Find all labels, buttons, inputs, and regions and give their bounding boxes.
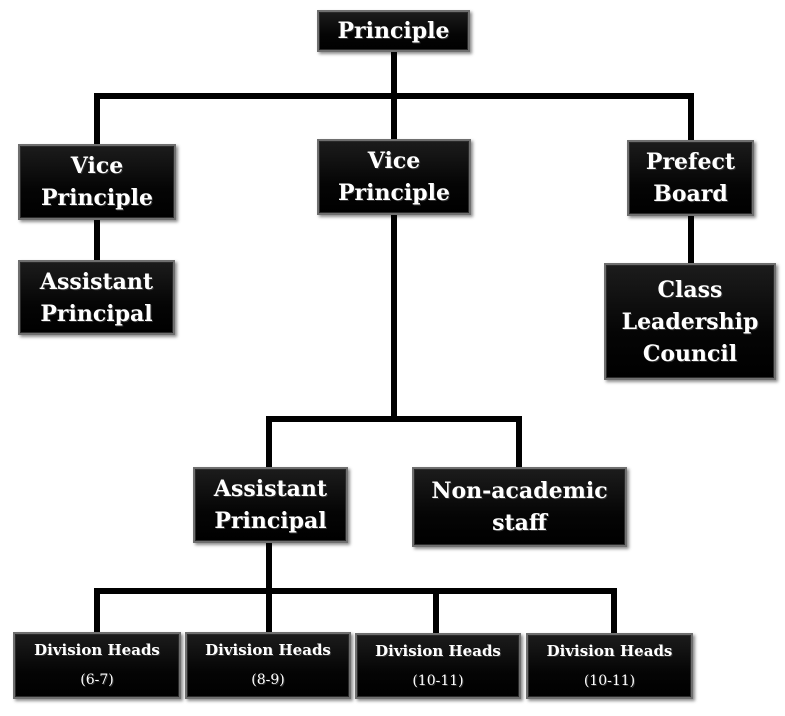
non-academic-staff-label: Non-academic staff	[431, 478, 608, 536]
connector-div3-drop	[433, 588, 439, 634]
principal-label: Principle	[337, 18, 450, 44]
assistant-principal-center-label: Assistant Principal	[213, 476, 328, 534]
connector-right-drop	[688, 93, 694, 142]
connector-vp-left-to-assistant	[94, 218, 100, 262]
class-leadership-council-box: Class Leadership Council	[604, 263, 776, 380]
connector-assistant-down	[266, 540, 272, 593]
prefect-board-box: Prefect Board	[627, 140, 754, 216]
connector-mid-right-drop	[516, 416, 522, 469]
connector-bottom-horizontal	[94, 588, 617, 594]
division-heads-title: Division Heads	[205, 641, 331, 659]
vice-principal-center-label: Vice Principle	[338, 148, 450, 206]
non-academic-staff-box: Non-academic staff	[412, 467, 627, 547]
connector-left-drop	[94, 93, 100, 146]
connector-prefect-to-council	[688, 214, 694, 265]
division-heads-range: (6-7)	[80, 672, 114, 688]
vice-principal-left-label: Vice Principle	[41, 153, 153, 211]
connector-mid-left-drop	[266, 416, 272, 469]
assistant-principal-left-box: Assistant Principal	[18, 260, 175, 335]
connector-div4-drop	[611, 588, 617, 634]
connector-div1-drop	[94, 588, 100, 634]
division-heads-title: Division Heads	[375, 642, 501, 660]
assistant-principal-left-label: Assistant Principal	[39, 268, 154, 327]
division-heads-box-2: Division Heads (8-9)	[185, 632, 351, 699]
vice-principal-left-box: Vice Principle	[18, 144, 176, 220]
division-heads-box-4: Division Heads (10-11)	[526, 633, 693, 699]
connector-mid-horizontal	[266, 416, 522, 422]
class-leadership-council-label: Class Leadership Council	[621, 276, 759, 367]
division-heads-title: Division Heads	[34, 641, 160, 659]
principal-box: Principle	[317, 10, 470, 52]
division-heads-box-3: Division Heads (10-11)	[355, 633, 521, 699]
prefect-board-label: Prefect Board	[645, 149, 736, 207]
division-heads-box-1: Division Heads (6-7)	[13, 632, 181, 699]
division-heads-range: (8-9)	[251, 672, 285, 688]
division-heads-title: Division Heads	[546, 642, 673, 660]
vice-principal-center-box: Vice Principle	[317, 139, 471, 215]
division-heads-range: (10-11)	[412, 673, 464, 689]
connector-principal-down	[391, 50, 397, 97]
assistant-principal-center-box: Assistant Principal	[193, 467, 348, 543]
connector-vp-center-down	[391, 213, 397, 421]
connector-center-drop	[391, 93, 397, 141]
connector-div2-drop	[266, 588, 272, 634]
division-heads-range: (10-11)	[583, 673, 636, 689]
